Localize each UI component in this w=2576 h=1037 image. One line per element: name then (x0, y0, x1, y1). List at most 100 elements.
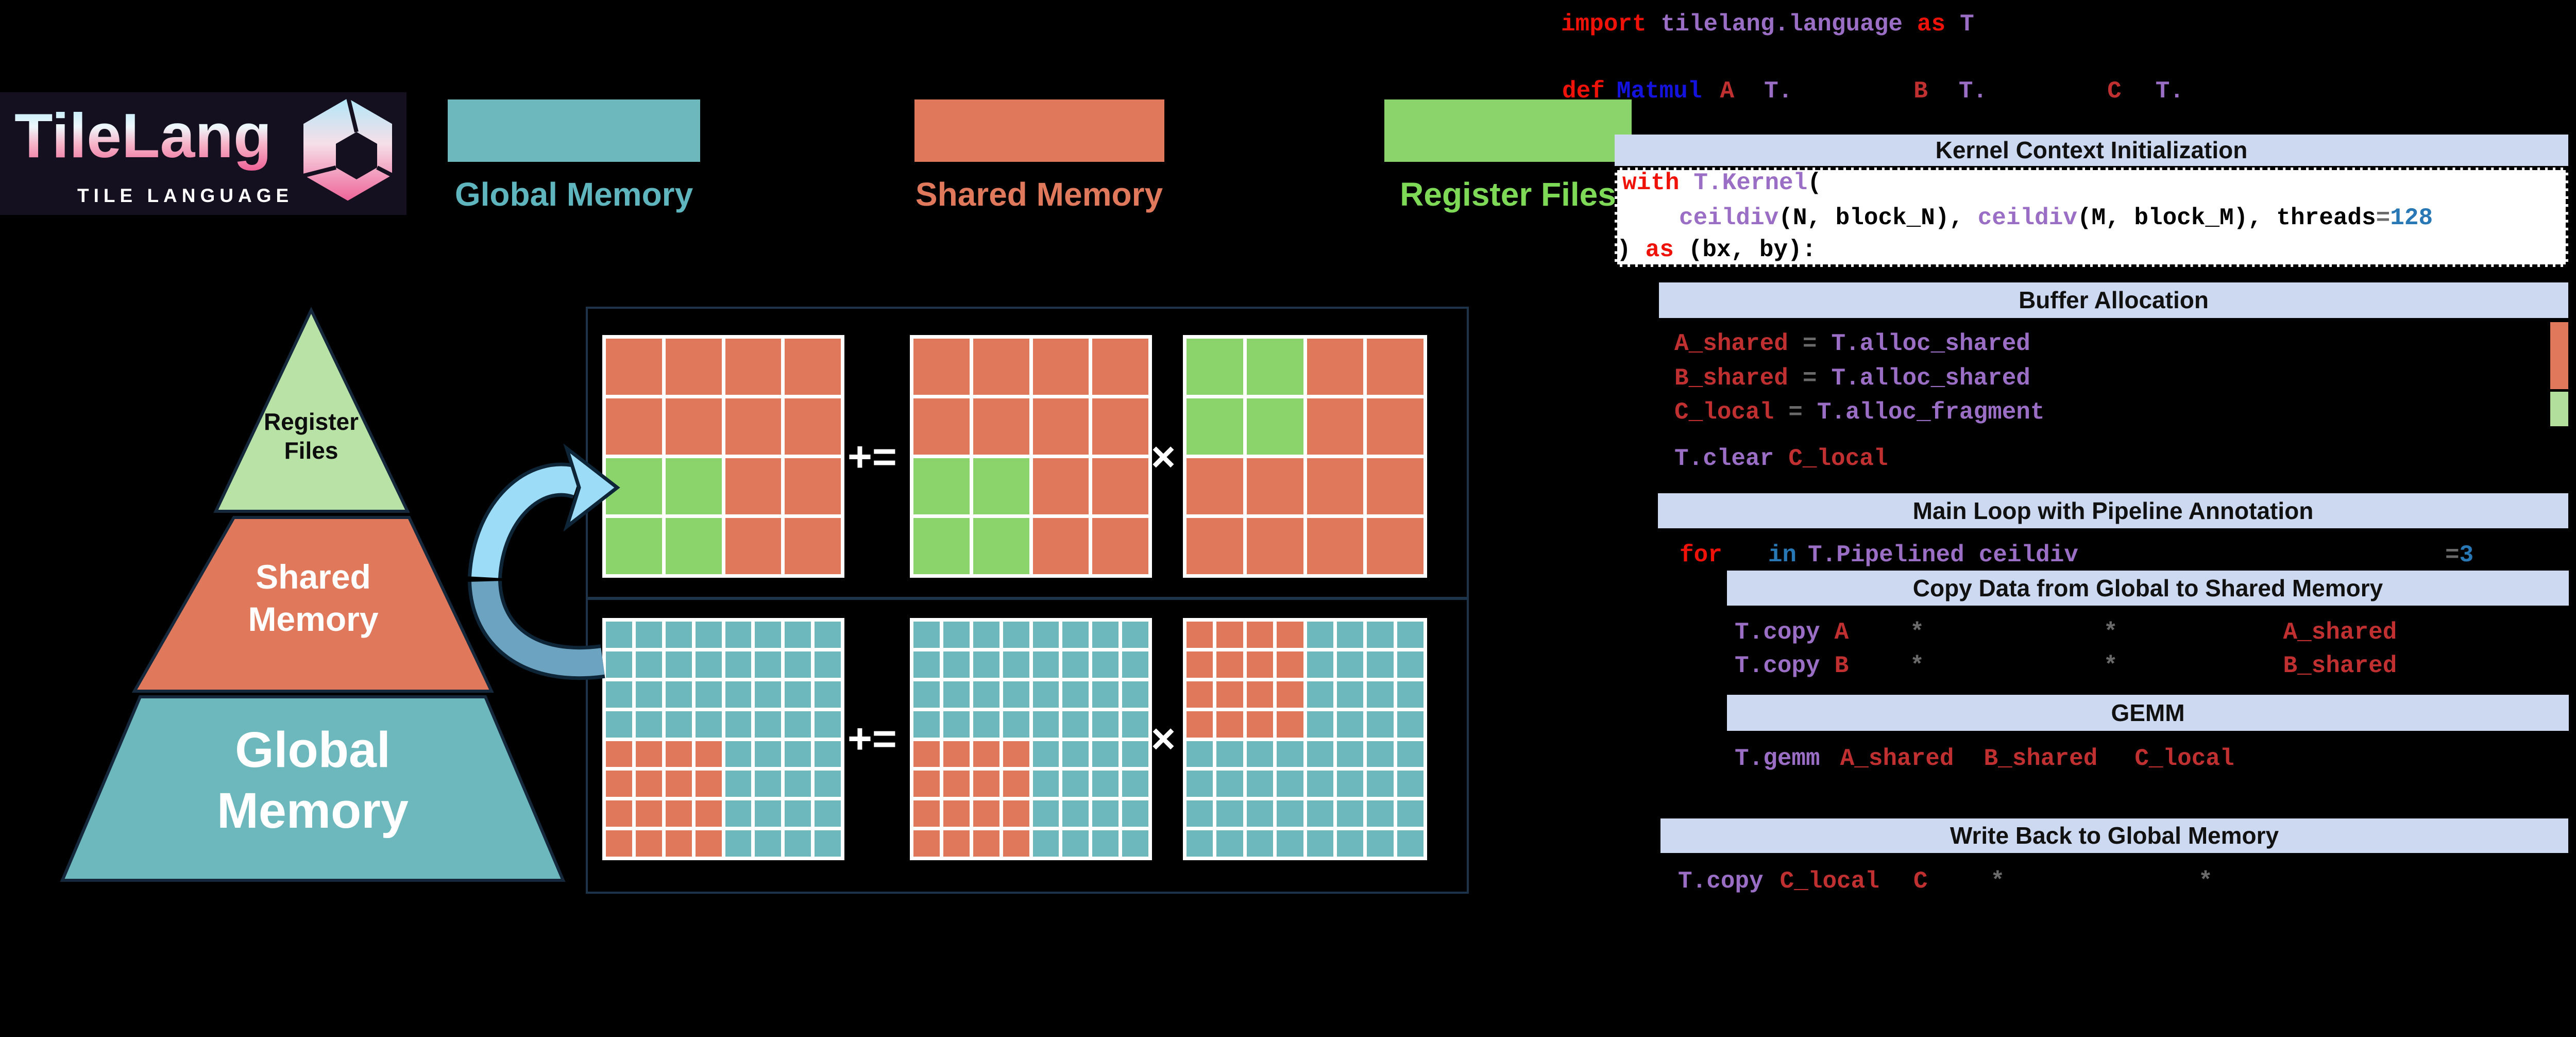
pyramid-label-shared: Shared Memory (248, 558, 379, 638)
matrix-cell (1187, 398, 1243, 455)
matrix-cell (913, 458, 970, 514)
matrix-cell (695, 622, 722, 648)
matrix-cell (1092, 711, 1119, 738)
matrix-cell (1092, 458, 1148, 514)
matrix-cell (1246, 681, 1274, 708)
matrix-cell (755, 741, 782, 767)
code-token: ceildiv (1679, 205, 1779, 231)
matrix-cell (1122, 771, 1148, 797)
matrix-cell (1216, 651, 1243, 678)
code-token: T.clear (1674, 445, 1774, 472)
matrix-cell (973, 771, 999, 797)
matrix-cell (606, 651, 632, 678)
code-token: import (1561, 11, 1647, 38)
matrix-cell (785, 518, 841, 574)
code-token: ceildiv (1977, 205, 2077, 231)
tile-matrix (1183, 618, 1427, 860)
code-token: T.alloc_shared (1831, 330, 2030, 357)
matrix-cell (1187, 339, 1243, 395)
matrix-cell (1246, 622, 1274, 648)
matrix-cell (785, 622, 811, 648)
matrix-cell (1277, 741, 1303, 767)
tile-matrix (910, 335, 1152, 578)
matrix-cell (1003, 622, 1029, 648)
matrix-cell (1336, 830, 1364, 857)
matrix-cell (1187, 651, 1213, 678)
matrix-cell (1397, 711, 1423, 738)
matrix-cell (1092, 830, 1119, 857)
matrix-cell (665, 651, 692, 678)
matrix-cell (635, 651, 662, 678)
code-token: A (1720, 78, 1735, 105)
code-token: in (1768, 542, 1797, 568)
code-token: T. (2155, 78, 2184, 105)
code-token: T.alloc_fragment (1817, 399, 2045, 426)
matrix-cell (1122, 681, 1148, 708)
code-token: C_local (1674, 399, 1774, 426)
matrix-cell (1367, 458, 1423, 514)
matrix-cell (913, 741, 940, 767)
matrix-cell (1003, 771, 1029, 797)
matrix-cell (665, 622, 692, 648)
matrix-cell (1397, 622, 1423, 648)
tile-matrix (1183, 335, 1427, 578)
code-token: C_local (1780, 868, 1879, 895)
legend-label-shared: Shared Memory (915, 176, 1163, 213)
matrix-cell (1122, 622, 1148, 648)
matrix-cell (1397, 800, 1423, 827)
code-token: C_local (2134, 745, 2234, 772)
matrix-cell (635, 800, 662, 827)
tile-matrix (910, 618, 1152, 860)
matrix-cell (785, 398, 841, 455)
legend-swatch-global (448, 99, 700, 162)
matrix-cell (665, 711, 692, 738)
matrix-cell (1397, 771, 1423, 797)
matrix-cell (725, 771, 752, 797)
matrix-cell (725, 711, 752, 738)
matrix-cell (1216, 681, 1243, 708)
matrix-cell (785, 800, 811, 827)
matrix-cell (755, 771, 782, 797)
matrix-cell (695, 800, 722, 827)
legend-label-global: Global Memory (454, 176, 693, 213)
logo-title: TileLang (14, 101, 272, 171)
global-tile-panel (586, 598, 1469, 894)
matrix-cell (1307, 681, 1333, 708)
c-local-alloc-line: C_local=T.alloc_fragment (1674, 398, 2045, 427)
matrix-cell (1216, 771, 1243, 797)
matrix-cell (755, 651, 782, 678)
code-token: A (1834, 619, 1849, 646)
matrix-cell (1307, 398, 1364, 455)
matrix-cell (665, 518, 722, 574)
matrix-cell (913, 800, 940, 827)
matrix-cell (725, 339, 782, 395)
matrix-cell (913, 651, 940, 678)
matrix-cell (725, 651, 752, 678)
code-token: tilelang.language (1660, 11, 1903, 38)
matrix-cell (725, 741, 752, 767)
matrix-cell (943, 681, 970, 708)
accumulate-operator-bottom: += (848, 715, 897, 762)
matrix-cell (1367, 398, 1423, 455)
matrix-cell (695, 741, 722, 767)
matrix-cell (1246, 771, 1274, 797)
matrix-cell (695, 651, 722, 678)
matrix-cell (1187, 458, 1243, 514)
matrix-cell (1307, 651, 1333, 678)
pyramid-label-global: Global Memory (217, 722, 409, 839)
tile-matrix (602, 618, 844, 860)
a-shared-alloc-line: A_shared=T.alloc_shared (1674, 330, 2030, 358)
matrix-cell (1032, 800, 1059, 827)
accumulate-operator-top: += (848, 433, 897, 480)
matrix-cell (973, 398, 1029, 455)
matrix-cell (785, 651, 811, 678)
code-token: for (1680, 542, 1722, 568)
section-header: Main Loop with Pipeline Annotation (1658, 493, 2568, 528)
matrix-cell (1367, 800, 1394, 827)
matrix-cell (1187, 518, 1243, 574)
matrix-cell (695, 771, 722, 797)
matrix-cell (1032, 681, 1059, 708)
matrix-cell (943, 622, 970, 648)
matrix-cell (606, 339, 662, 395)
